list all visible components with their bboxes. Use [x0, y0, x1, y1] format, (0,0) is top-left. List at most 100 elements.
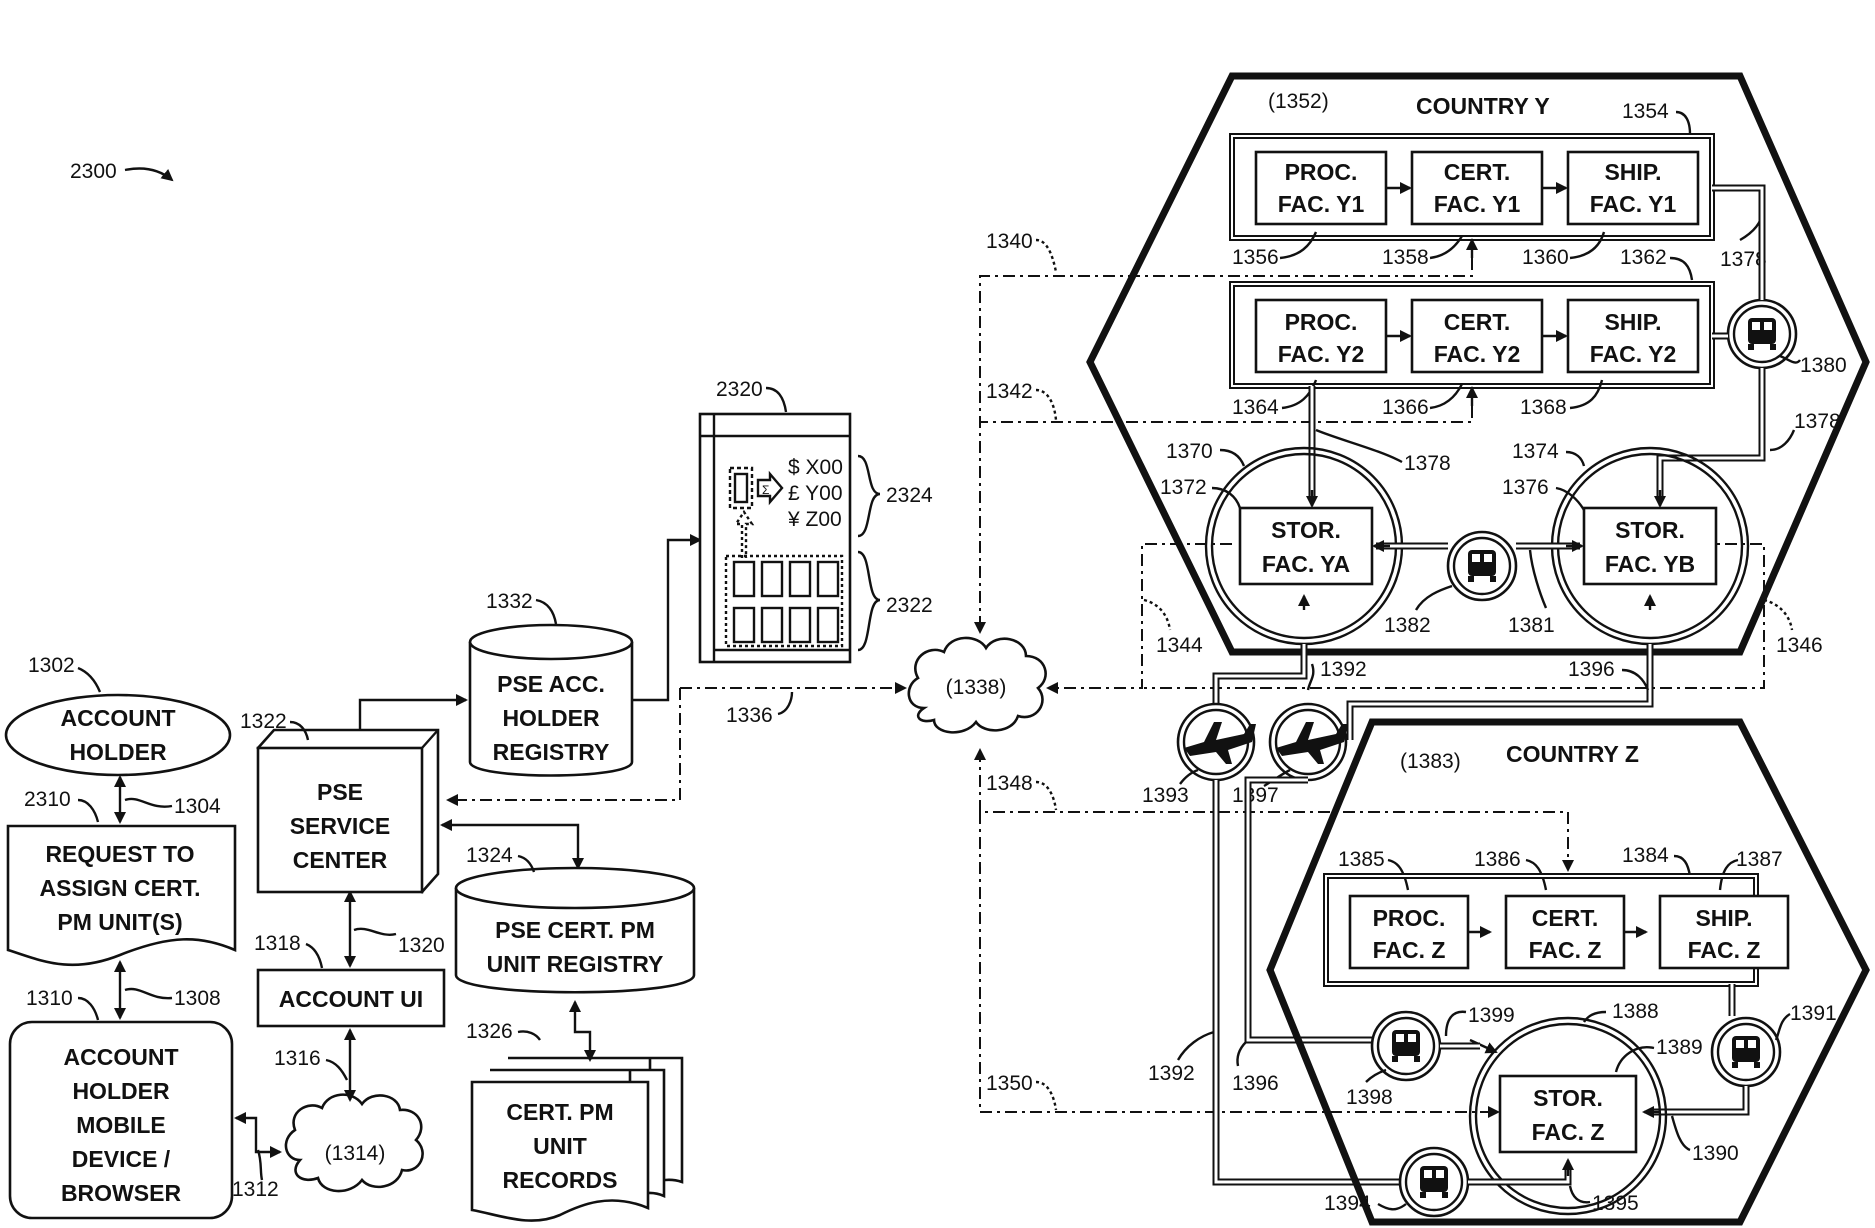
pse-cert-label-2: UNIT REGISTRY [487, 951, 664, 977]
ref-1388: 1388 [1612, 1000, 1659, 1023]
ref-1399: 1399 [1468, 1004, 1515, 1027]
stor-yb-label-1: STOR. [1615, 517, 1685, 543]
cert-records-label-3: RECORDS [502, 1167, 617, 1193]
ref-1368: 1368 [1520, 396, 1567, 419]
pse-service-ref: 1322 [240, 710, 287, 733]
ref-1304: 1304 [174, 795, 221, 818]
mobile-label-5: BROWSER [61, 1180, 182, 1206]
ref-1395: 1395 [1592, 1192, 1639, 1215]
ref-1396b: 1396 [1232, 1072, 1279, 1095]
ref-1391: 1391 [1790, 1002, 1837, 1025]
ref-1372: 1372 [1160, 476, 1207, 499]
account-ui-ref: 1318 [254, 932, 301, 955]
ref-1389: 1389 [1656, 1036, 1703, 1059]
ref-1382: 1382 [1384, 614, 1431, 637]
ship-fac-y1: SHIP. FAC. Y1 [1568, 152, 1698, 224]
ref-1360: 1360 [1522, 246, 1569, 269]
sigma-icon: Σ [762, 483, 769, 497]
truck-icon [1400, 1148, 1468, 1216]
ref-1378b: 1378 [1794, 410, 1841, 433]
ref-1358: 1358 [1382, 246, 1429, 269]
stor-z-label-1: STOR. [1533, 1085, 1603, 1111]
truck-icon [1712, 1018, 1780, 1086]
ref-1384: 1384 [1622, 844, 1669, 867]
network-1314-label: (1314) [325, 1142, 386, 1165]
ref-1312: 1312 [232, 1178, 279, 1201]
cert-y1-label-1: CERT. [1444, 159, 1510, 185]
account-ui-label: ACCOUNT UI [279, 986, 423, 1012]
stor-fac-ya: STOR. FAC. YA [1206, 448, 1402, 644]
figure-ref-arrow [125, 168, 172, 180]
ref-1392b: 1392 [1148, 1062, 1195, 1085]
ship-fac-z: SHIP. FAC. Z [1660, 896, 1788, 968]
stor-z-label-2: FAC. Z [1532, 1119, 1605, 1145]
service-acc-registry-arrow [360, 700, 466, 730]
ship-y2-label-2: FAC. Y2 [1590, 341, 1677, 367]
ref-1362: 1362 [1620, 246, 1667, 269]
ship-z-label-1: SHIP. [1695, 905, 1752, 931]
mobile-label-2: HOLDER [72, 1078, 170, 1104]
pse-acc-label-1: PSE ACC. [497, 671, 605, 697]
ref-1397: 1397 [1232, 784, 1279, 807]
request-label-1: REQUEST TO [45, 841, 194, 867]
ship-z-label-2: FAC. Z [1688, 937, 1761, 963]
ref-1378c: 1378 [1404, 452, 1451, 475]
ship-y1-label-2: FAC. Y1 [1590, 191, 1677, 217]
currency-gbp: £ Y00 [788, 482, 843, 505]
stor-ya-label-1: STOR. [1271, 517, 1341, 543]
cert-z-label-1: CERT. [1532, 905, 1598, 931]
mobile-label-4: DEVICE / [72, 1146, 171, 1172]
mobile-ref: 1310 [26, 987, 73, 1010]
currency-usd: $ X00 [788, 456, 843, 479]
proc-y1-label-1: PROC. [1285, 159, 1358, 185]
proc-z-label-1: PROC. [1373, 905, 1446, 931]
pse-service-center-node: PSE SERVICE CENTER 1322 [240, 710, 438, 892]
device-ref-2324: 2324 [886, 484, 933, 507]
figure-ref: 2300 [70, 160, 117, 183]
pse-service-label-2: SERVICE [290, 813, 391, 839]
account-holder-node: ACCOUNT HOLDER 1302 [6, 654, 230, 775]
pse-service-label-1: PSE [317, 779, 363, 805]
proc-fac-y2: PROC. FAC. Y2 [1256, 300, 1386, 372]
airplane-icon [1178, 704, 1256, 780]
pse-acc-registry-node: PSE ACC. HOLDER REGISTRY 1332 [470, 590, 632, 776]
ref-1340: 1340 [986, 230, 1033, 253]
airplane-icon [1270, 704, 1348, 780]
pse-cert-registry-node: PSE CERT. PM UNIT REGISTRY 1324 [456, 844, 694, 992]
cert-records-node: CERT. PM UNIT RECORDS [472, 1058, 682, 1221]
proc-y1-label-2: FAC. Y1 [1278, 191, 1365, 217]
network-1338-label: (1338) [946, 676, 1007, 699]
account-holder-label-1: ACCOUNT [61, 705, 176, 731]
ref-1374: 1374 [1512, 440, 1559, 463]
pse-acc-label-2: HOLDER [502, 705, 600, 731]
cert-y2-label-2: FAC. Y2 [1434, 341, 1521, 367]
proc-fac-z: PROC. FAC. Z [1350, 896, 1468, 968]
mobile-device-node: ACCOUNT HOLDER MOBILE DEVICE / BROWSER 1… [10, 987, 232, 1218]
device-ref-2322: 2322 [886, 594, 933, 617]
device-2320-node: Σ $ X00 £ Y00 ¥ Z00 2320 2324 2322 [700, 378, 933, 662]
ref-1396a: 1396 [1568, 658, 1615, 681]
cert-fac-z: CERT. FAC. Z [1506, 896, 1624, 968]
ref-1386: 1386 [1474, 848, 1521, 871]
request-ref: 2310 [24, 788, 71, 811]
cert-registry-records-arrow [575, 1002, 590, 1060]
ref-1370: 1370 [1166, 440, 1213, 463]
ref-1348: 1348 [986, 772, 1033, 795]
currency-jpy: ¥ Z00 [787, 508, 842, 531]
country-z-ref: (1383) [1400, 750, 1461, 773]
ref-1398: 1398 [1346, 1086, 1393, 1109]
ship-fac-y2: SHIP. FAC. Y2 [1568, 300, 1698, 372]
ref-1366: 1366 [1382, 396, 1429, 419]
stor-ya-label-2: FAC. YA [1262, 551, 1350, 577]
ref-1308: 1308 [174, 987, 221, 1010]
ref-1380: 1380 [1800, 354, 1847, 377]
mobile-label-3: MOBILE [76, 1112, 165, 1138]
truck-icon [1372, 1012, 1440, 1080]
ref-1385: 1385 [1338, 848, 1385, 871]
pse-acc-ref: 1332 [486, 590, 533, 613]
ref-1394: 1394 [1324, 1192, 1371, 1215]
device-ref: 2320 [716, 378, 763, 401]
cert-fac-y1: CERT. FAC. Y1 [1412, 152, 1542, 224]
cert-y1-label-2: FAC. Y1 [1434, 191, 1521, 217]
